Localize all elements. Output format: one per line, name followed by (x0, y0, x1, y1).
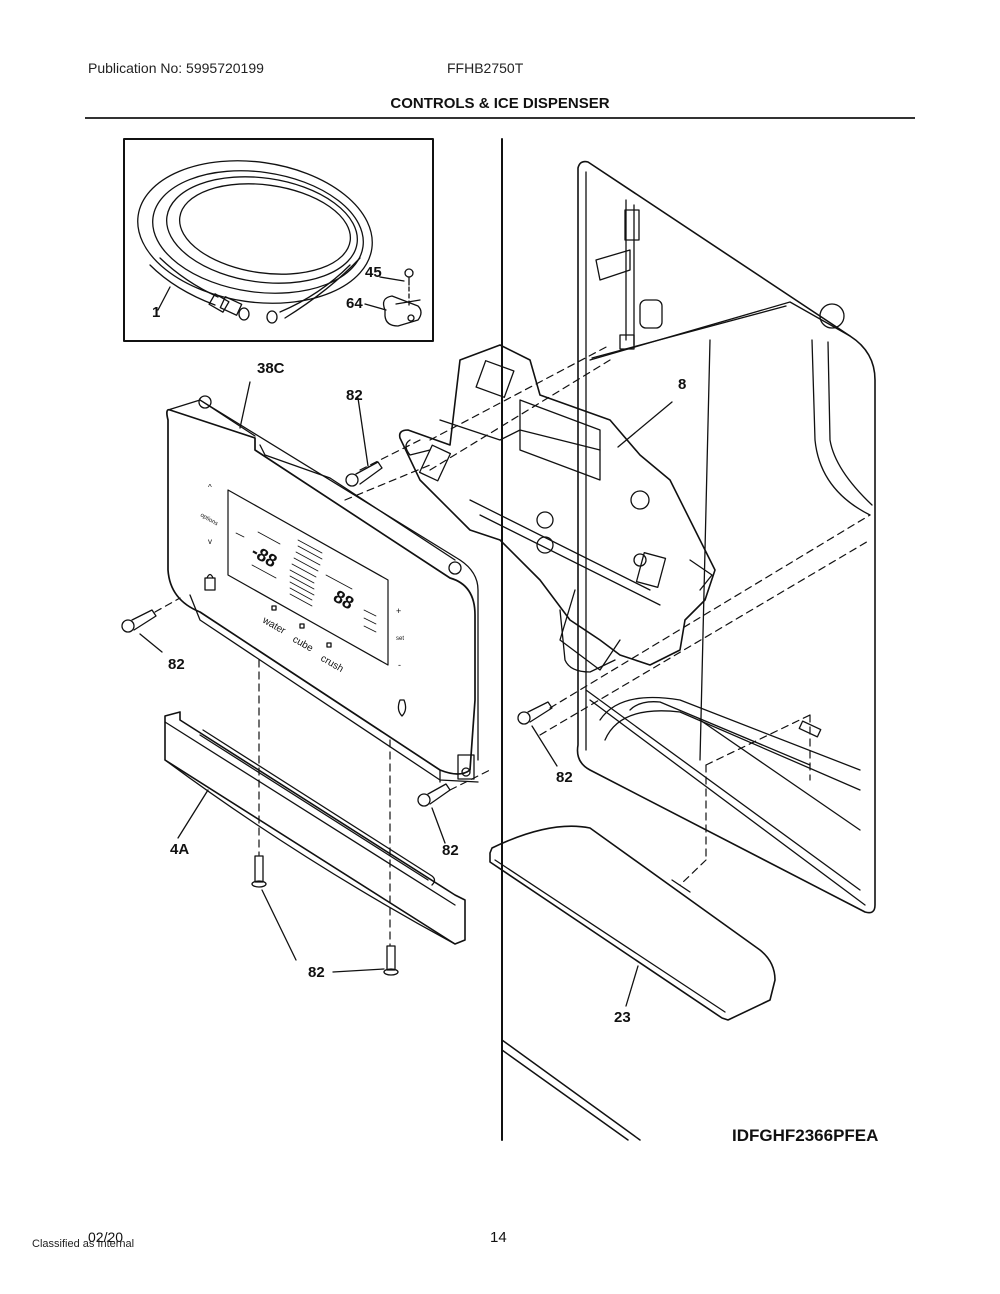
callout-1: 1 (152, 304, 161, 321)
lock-icon (204, 577, 216, 591)
callout-4A: 4A (170, 841, 190, 858)
model-number: FFHB2750T (447, 60, 524, 76)
plus-button: + (396, 606, 401, 616)
cube-button: cube (291, 634, 316, 655)
callout-8: 8 (678, 376, 687, 393)
callout-23: 23 (614, 1009, 631, 1026)
leader-1 (157, 286, 171, 311)
control-panel-38C (166, 395, 479, 783)
set-button: set (396, 636, 404, 642)
screw-45 (404, 268, 414, 306)
water-indicator-led (271, 605, 277, 611)
leader-8 (617, 401, 673, 448)
publication-number: Publication No: 5995720199 (88, 60, 264, 76)
leader-4A (177, 789, 209, 839)
water-button: water (260, 615, 288, 638)
screw-82-top (345, 397, 383, 487)
header-divider (85, 117, 915, 119)
arrow-up-button: ^ (208, 483, 212, 492)
water-tube-coil (137, 160, 373, 324)
options-button: options (199, 513, 219, 528)
callout-82-left: 82 (168, 656, 185, 673)
water-drop-icon (397, 699, 407, 717)
callout-82-top: 82 (346, 387, 363, 404)
door-bottom-line (501, 1039, 641, 1141)
freezer-temp-digits: -88 (248, 541, 281, 571)
tube-clamp-64 (382, 295, 422, 327)
screw-82-bottom-left (251, 855, 297, 961)
callout-38C: 38C (257, 360, 285, 377)
assembly-guide-lines (154, 344, 871, 946)
display-legend-text (235, 531, 377, 633)
leader-38C (239, 381, 251, 429)
inset-frame (123, 138, 434, 342)
callout-45: 45 (365, 264, 382, 281)
crush-button: crush (319, 653, 346, 675)
trim-strip-4A (164, 711, 466, 945)
screw-82-left (121, 609, 163, 653)
crush-indicator-led (326, 642, 332, 648)
dispenser-actuator-assembly-8 (398, 344, 716, 673)
minus-button: - (398, 660, 401, 670)
footer-date: 02/20 (88, 1229, 124, 1245)
leader-45 (379, 276, 405, 282)
callout-82-lower-mid: 82 (442, 842, 459, 859)
arrow-down-button: v (208, 537, 212, 546)
page-number: 14 (490, 1229, 507, 1246)
screw-82-bottom-right (332, 945, 399, 976)
ice-chute-door-23 (489, 825, 776, 1021)
callout-64: 64 (346, 295, 363, 312)
leader-64 (364, 303, 387, 311)
diagram-code: IDFGHF2366PFEA (732, 1126, 879, 1145)
leader-23 (625, 965, 639, 1007)
cube-indicator-led (299, 623, 305, 629)
dispenser-housing (576, 160, 876, 914)
screw-82-right-mid (517, 701, 558, 767)
callout-82-right-mid: 82 (556, 769, 573, 786)
callout-82-bottom: 82 (308, 964, 325, 981)
water-line-kit-inset (123, 138, 434, 342)
display-window (227, 489, 389, 666)
footer-classification: Classified as Internal (32, 1238, 135, 1250)
screw-82-lower-mid (417, 783, 451, 844)
fridge-temp-digits: 88 (330, 586, 357, 613)
section-title: CONTROLS & ICE DISPENSER (390, 95, 610, 112)
